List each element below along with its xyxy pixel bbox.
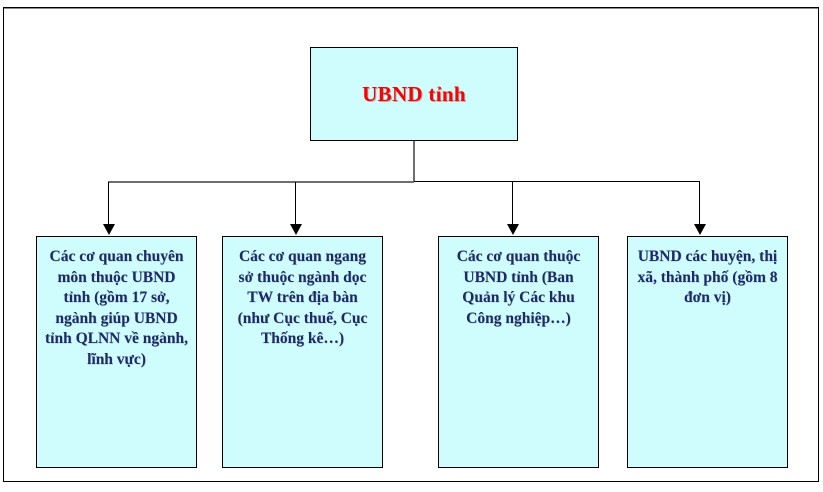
node-child-co-quan-ngang-so[interactable]: Các cơ quan ngang sở thuộc ngành dọc TW … <box>222 236 383 468</box>
arrowhead-icon-4 <box>694 224 706 235</box>
node-root-label: UBND tỉnh <box>362 81 466 106</box>
arrowhead-icon-2 <box>290 224 302 235</box>
node-child-label-3: Các cơ quan thuộc UBND tỉnh (Ban Quản lý… <box>456 248 581 327</box>
node-child-co-quan-thuoc-ubnd[interactable]: Các cơ quan thuộc UBND tỉnh (Ban Quản lý… <box>438 236 599 468</box>
arrowhead-icon-1 <box>103 224 115 235</box>
node-child-co-quan-chuyen-mon[interactable]: Các cơ quan chuyên môn thuộc UBND tỉnh (… <box>36 236 197 468</box>
connector-trunk-vertical <box>413 141 415 182</box>
node-child-label-2: Các cơ quan ngang sở thuộc ngành dọc TW … <box>237 248 368 348</box>
connector-bus-horizontal-left <box>108 181 414 183</box>
connector-drop-1 <box>108 182 109 226</box>
node-child-ubnd-huyen-thi-xa[interactable]: UBND các huyện, thị xã, thành phố (gồm 8… <box>627 236 788 468</box>
node-root-ubnd-tinh[interactable]: UBND tỉnh <box>310 47 518 141</box>
frame-top-highlight <box>4 7 819 9</box>
node-child-label-1: Các cơ quan chuyên môn thuộc UBND tỉnh (… <box>45 248 188 369</box>
diagram-outer-frame <box>3 7 819 482</box>
node-child-label-4: UBND các huyện, thị xã, thành phố (gồm 8… <box>637 248 778 307</box>
connector-drop-2 <box>295 182 296 226</box>
connector-drop-3 <box>512 182 513 226</box>
connector-drop-4 <box>699 182 700 226</box>
arrowhead-icon-3 <box>507 224 519 235</box>
